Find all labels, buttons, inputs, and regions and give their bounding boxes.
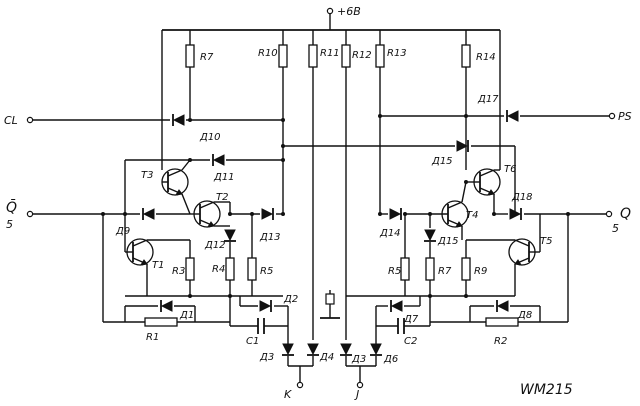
diode-d2: Д2 — [239, 294, 298, 344]
component-label: Д6 — [383, 354, 398, 365]
component-label: Д3 — [259, 352, 274, 363]
component-label: T3 — [141, 170, 153, 181]
resistor-r1-d1: Д1 R1 — [102, 214, 230, 343]
resistor-r3: R3 — [172, 240, 195, 296]
resistor-r5-left: R5 — [247, 214, 273, 296]
component-label: Д15 — [431, 156, 453, 167]
supply-label: +6B — [337, 5, 361, 18]
component-label: Д2 — [283, 294, 298, 305]
component-label: Q̄ — [6, 198, 17, 216]
component-label: Q — [620, 206, 631, 222]
component-label: Д10 — [199, 132, 221, 143]
resistor-r7-right: R7 — [425, 257, 452, 296]
cross-link-d15-top: Д15 — [281, 139, 516, 214]
transistor-t6: T6 — [466, 164, 516, 196]
component-label: R14 — [476, 52, 496, 63]
component-label: R11 — [320, 48, 340, 59]
component-label: Д13 — [259, 232, 281, 243]
component-label: R5 — [260, 266, 273, 277]
diode-d12: Д12 — [204, 225, 237, 258]
component-label: R4 — [212, 264, 225, 275]
diode-d3-left: Д3 — [259, 343, 295, 366]
component-label: R1 — [146, 332, 159, 343]
cl-input: CL Д10 — [4, 113, 285, 143]
diode-d13: Д13 — [230, 207, 283, 243]
component-label: T5 — [540, 236, 552, 247]
component-label: T4 — [466, 210, 478, 221]
capacitor-c1: C1 — [229, 296, 288, 347]
diode-d4: Д4 — [306, 343, 334, 366]
resistor-r10: R10 — [258, 30, 288, 214]
component-label: Д7 — [403, 314, 419, 325]
transistor-t3: T3 — [141, 168, 189, 196]
cross-link-d11: Д11 — [125, 153, 283, 183]
transistor-t5: T5 — [508, 236, 552, 266]
component-label: R10 — [258, 48, 278, 59]
q-bar-terminal: Q̄ 5 Д9 — [6, 198, 190, 237]
resistor-r13: R13 — [375, 30, 407, 214]
component-label: T6 — [504, 164, 516, 175]
component-label: C2 — [404, 336, 417, 347]
component-label: R9 — [474, 266, 487, 277]
component-label: Д9 — [115, 226, 130, 237]
diode-d3-right: Д3 — [339, 343, 366, 366]
component-label: R3 — [172, 266, 185, 277]
component-label: R7 — [438, 266, 452, 277]
resistor-r2-d8: Д8 R2 — [430, 214, 569, 347]
resistor-r11: R11 — [308, 30, 340, 340]
component-label: Д12 — [204, 240, 226, 251]
component-label: C1 — [246, 336, 259, 347]
resistor-r4: R4 — [212, 257, 235, 296]
resistor-r7-top: R7 — [185, 30, 214, 118]
component-label: Д17 — [477, 94, 499, 105]
junction-dots — [188, 158, 468, 298]
component-label: R2 — [494, 336, 507, 347]
component-label: T2 — [216, 192, 228, 203]
transistor-t4: T4 — [430, 200, 478, 228]
component-label: Д15 — [437, 236, 459, 247]
component-label: Д4 — [319, 352, 334, 363]
component-label: 5 — [6, 218, 13, 231]
j-terminal-label: J — [354, 388, 359, 401]
component-label: Д8 — [517, 310, 532, 321]
component-label: Д1 — [179, 310, 194, 321]
capacitor-c2: C2 — [376, 296, 431, 347]
diode-d15-lower: Д15 — [423, 214, 459, 258]
diode-d6: Д6 — [369, 343, 398, 366]
ground-marker — [320, 290, 340, 319]
k-terminal-label: K — [284, 388, 292, 401]
catalog-mark: WM215 — [520, 382, 573, 398]
component-label: R13 — [387, 48, 407, 59]
resistor-r9-right: R9 — [461, 240, 487, 296]
ps-input: PS Д17 — [378, 94, 632, 123]
resistor-r14: R14 — [461, 30, 496, 170]
component-label: Д3 — [351, 354, 366, 365]
resistor-r5-right: R5 — [388, 214, 410, 296]
diode-d7: Д7 — [375, 296, 421, 344]
component-label: Д18 — [511, 192, 533, 203]
component-label: T1 — [152, 260, 164, 271]
component-label: Д14 — [379, 228, 401, 239]
transistor-t1: T1 — [125, 238, 164, 271]
component-label: R12 — [352, 50, 372, 61]
supply-rail: +6B — [162, 5, 500, 31]
component-label: Д11 — [213, 172, 235, 183]
component-label: R5 — [388, 266, 401, 277]
component-label: 5 — [612, 222, 619, 235]
transistor-t2: T2 — [190, 192, 228, 228]
resistor-r12: R12 — [341, 30, 372, 340]
component-label: R7 — [200, 52, 214, 63]
component-label: CL — [4, 114, 18, 127]
component-label: PS — [618, 110, 632, 123]
q-output: Д18 Q 5 — [492, 192, 631, 235]
